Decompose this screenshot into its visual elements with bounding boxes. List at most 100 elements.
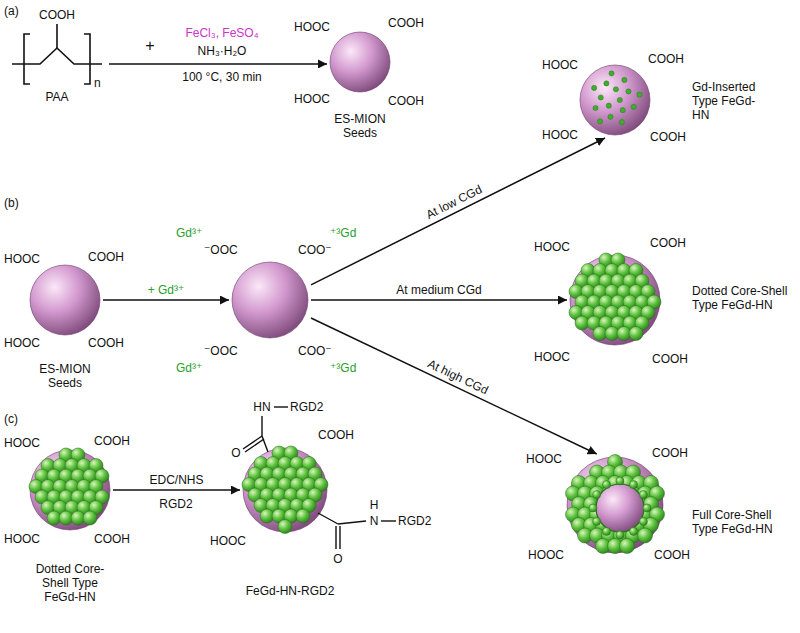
peptide-name: RGD2 — [398, 514, 431, 528]
particle-drawing — [30, 450, 110, 530]
panel-label: (a) — [4, 4, 19, 18]
reaction-condition: At medium CGd — [396, 283, 481, 297]
gd-bead — [620, 539, 635, 554]
chemical-bond — [245, 439, 264, 452]
reaction-arrow — [311, 299, 567, 301]
particle-body — [29, 448, 110, 530]
carboxyl-group: HOOC — [534, 240, 570, 254]
carboxylate-group: COO⁻ — [298, 344, 332, 358]
particle-name: Dotted Core-Shell Type FeGd-HN — [692, 284, 796, 312]
gd-inserted-particle: HOOCCOOHHOOCCOOHGd-Inserted Type FeGd-HN — [580, 65, 650, 135]
iron-oxide-core — [30, 450, 110, 530]
carboxyl-group: HOOC — [210, 534, 246, 548]
iron-oxide-core — [580, 65, 650, 135]
gd-dot — [604, 81, 609, 86]
particle-body — [569, 253, 661, 345]
carboxyl-group: HOOC — [526, 452, 562, 466]
dotted-core-shell-particle: HOOCCOOHHOOCCOOHDotted Core-Shell Type F… — [570, 255, 660, 345]
gd-dot — [622, 77, 627, 82]
reaction-condition: 100 °C, 30 min — [182, 70, 262, 84]
gd-bead — [630, 481, 638, 489]
reaction-arrow — [311, 318, 597, 454]
iron-oxide-core — [330, 32, 390, 92]
carboxyl-group: COOH — [39, 8, 75, 22]
repeat-index: n — [94, 76, 101, 90]
particle-drawing — [232, 262, 308, 338]
carboxyl-group: COOH — [648, 52, 684, 66]
carboxyl-group: COOH — [652, 352, 688, 366]
chemical-bond — [339, 526, 340, 549]
gadolinium-ion: ⁺³Gd — [330, 361, 356, 375]
peptide-name: RGD2 — [290, 400, 323, 414]
chemical-bond — [84, 34, 90, 84]
carboxyl-group: HOOC — [4, 336, 40, 350]
carboxyl-group: COOH — [318, 428, 354, 442]
gd-bead — [616, 531, 624, 539]
gd-bead — [639, 491, 647, 499]
reagent: RGD2 — [159, 497, 192, 511]
reaction-arrow — [113, 489, 240, 491]
carboxyl-group: HOOC — [534, 350, 570, 364]
carboxyl-group: COOH — [652, 446, 688, 460]
gadolinium-ion: Gd³⁺ — [176, 226, 202, 240]
carboxyl-group: HOOC — [542, 58, 578, 72]
exposed-core — [589, 477, 651, 539]
iron-oxide-core — [596, 484, 644, 532]
particle-name: Gd-Inserted Type FeGd-HN — [692, 80, 768, 122]
rgd-conjugated-particle: HNRGD2OCOOHHOOCHNRGD2OFeGd-HN-RGD2 — [243, 448, 327, 532]
chemical-bond — [12, 48, 102, 64]
particle-name: Dotted Core-Shell Type FeGd-HN — [27, 562, 113, 604]
carboxyl-group: COOH — [650, 130, 686, 144]
gd-dot — [609, 71, 614, 76]
carboxyl-group: COOH — [388, 94, 424, 108]
chemical-bond — [381, 520, 396, 521]
carboxyl-group: HOOC — [4, 436, 40, 450]
gd-dot — [598, 95, 603, 100]
carboxyl-group: COOH — [88, 250, 124, 264]
gd-bead — [593, 491, 601, 499]
gd-dot — [637, 92, 642, 97]
gd-adsorbed-particle: Gd³⁺⁻OOCCOO⁻⁺³Gd⁻OOCGd³⁺COO⁻⁺³Gd — [232, 262, 308, 338]
reaction-arrow — [311, 138, 605, 285]
carboxyl-group: HOOC — [528, 548, 564, 562]
gd-bead — [616, 477, 624, 485]
gd-dot — [597, 119, 602, 124]
gd-bead — [629, 327, 643, 341]
particle-drawing — [567, 457, 663, 553]
chemical-bond — [262, 436, 268, 452]
gd-bead — [639, 518, 647, 526]
gadolinium-ion: Gd³⁺ — [176, 361, 202, 375]
gadolinium-ion: ⁺³Gd — [330, 226, 356, 240]
carboxyl-group: HOOC — [542, 128, 578, 142]
seed-particle: HOOCCOOHHOOCCOOHES-MION Seeds — [30, 265, 100, 335]
particle-name: ES-MION Seeds — [33, 362, 97, 390]
particle-body — [232, 262, 308, 338]
carbonyl-oxygen: O — [333, 552, 342, 566]
carboxyl-group: HOOC — [294, 92, 330, 106]
gd-bead — [643, 504, 651, 512]
full-core-shell-particle: HOOCCOOHHOOCCOOHFull Core-Shell Type FeG… — [567, 457, 663, 553]
chemical-bond — [274, 406, 288, 407]
carboxyl-group: COOH — [654, 548, 690, 562]
carbonyl-oxygen: O — [231, 446, 240, 460]
carboxylate-group: ⁻OOC — [204, 344, 238, 358]
gd-dot — [608, 114, 613, 119]
gd-dot — [593, 105, 598, 110]
gd-bead — [589, 504, 597, 512]
gd-bead — [296, 509, 310, 523]
gd-bead — [603, 481, 611, 489]
amide-hydrogen: H — [370, 498, 379, 512]
particle-name: FeGd-HN-RGD2 — [246, 584, 335, 598]
gd-dot — [620, 108, 625, 113]
carboxylate-group: ⁻OOC — [204, 243, 238, 257]
reaction-arrow — [103, 299, 229, 301]
iron-oxide-core — [567, 457, 663, 553]
chemical-bond — [56, 24, 58, 48]
chemical-bond — [24, 34, 30, 84]
chemical-bond — [338, 521, 366, 524]
polymer-structure: COOHnPAA — [10, 8, 106, 108]
gd-bead — [278, 520, 292, 534]
gd-dot — [592, 85, 597, 90]
chemical-bond — [318, 513, 338, 524]
carboxyl-group: COOH — [650, 236, 686, 250]
